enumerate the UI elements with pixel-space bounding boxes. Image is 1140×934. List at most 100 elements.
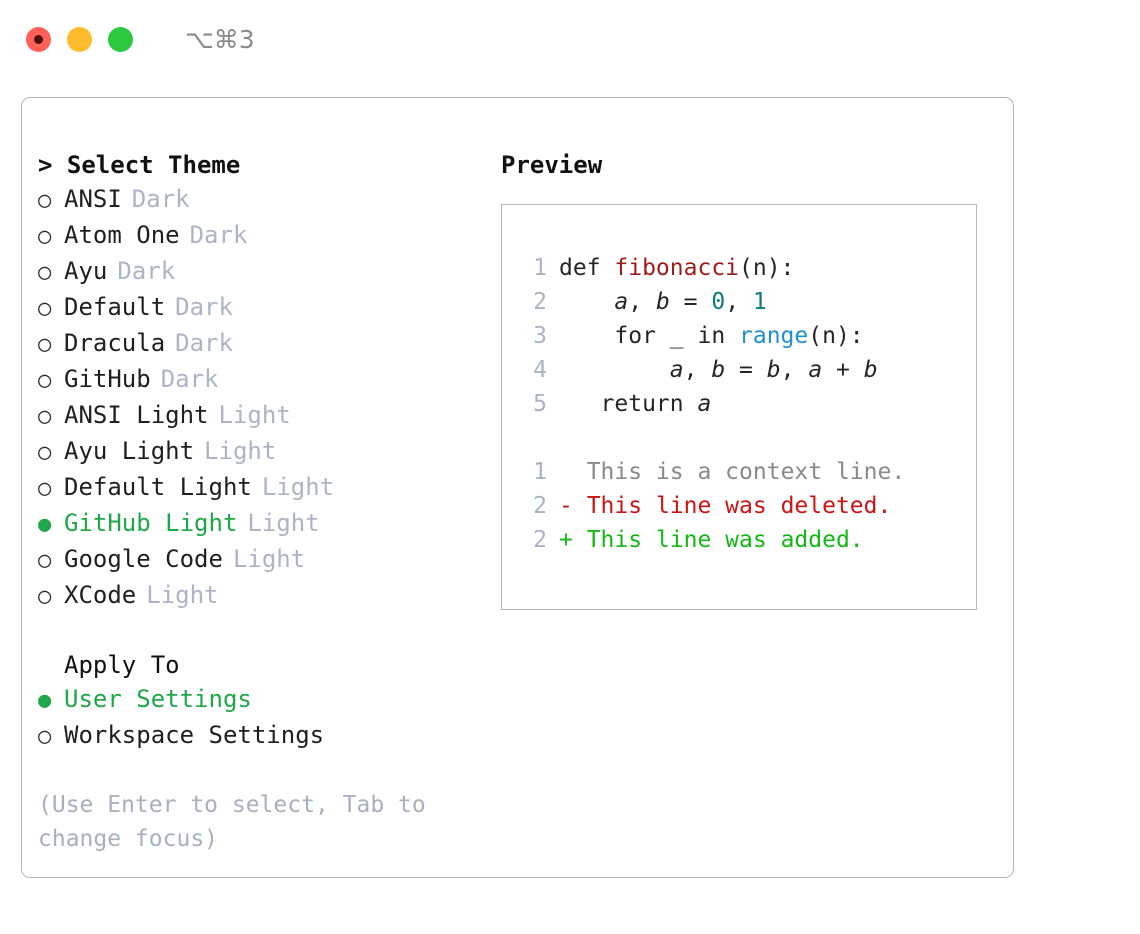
code-token: + bbox=[822, 357, 864, 383]
code-line-content: def fibonacci(n): bbox=[559, 251, 794, 285]
diff-sign bbox=[559, 455, 573, 489]
radio-unselected-icon: ○ bbox=[38, 224, 52, 249]
theme-option[interactable]: ○ Atom One Dark bbox=[38, 218, 488, 254]
apply-to-option[interactable]: ● User Settings bbox=[38, 682, 488, 718]
theme-option-tag: Dark bbox=[131, 185, 190, 213]
code-token: fibonacci bbox=[614, 255, 740, 281]
code-token: , bbox=[780, 357, 809, 383]
theme-option[interactable]: ○ Google Code Light bbox=[38, 542, 488, 578]
code-token: (n): bbox=[739, 255, 795, 281]
line-number: 1 bbox=[533, 255, 547, 281]
diff-line: 1 This is a context line. bbox=[521, 455, 968, 489]
line-number: 1 bbox=[533, 459, 547, 485]
radio-unselected-icon: ○ bbox=[38, 188, 52, 213]
code-token: for _ in bbox=[559, 323, 740, 349]
diff-sign: + bbox=[559, 527, 573, 553]
line-number: 2 bbox=[533, 289, 547, 315]
theme-option-label: GitHub Light bbox=[64, 509, 238, 537]
code-line: 4 a, b = b, a + b bbox=[521, 353, 968, 387]
spacer bbox=[38, 614, 488, 648]
line-number: 4 bbox=[533, 357, 547, 383]
code-line-content: a, b = b, a + b bbox=[559, 353, 878, 387]
theme-option-label: Google Code bbox=[64, 545, 223, 573]
code-token: 0 bbox=[711, 289, 726, 315]
code-token: b bbox=[711, 357, 726, 383]
diff-sign: - bbox=[559, 493, 573, 519]
diff-block: 1 This is a context line. 2- This line wa… bbox=[521, 455, 968, 557]
diff-line-content: This line was deleted. bbox=[572, 493, 892, 519]
preview-title: Preview bbox=[501, 151, 603, 179]
radio-unselected-icon: ○ bbox=[38, 296, 52, 321]
radio-unselected-icon: ○ bbox=[38, 404, 52, 429]
line-number: 3 bbox=[533, 323, 547, 349]
theme-option[interactable]: ○ ANSI Light Light bbox=[38, 398, 488, 434]
apply-to-list[interactable]: ● User Settings ○ Workspace Settings bbox=[38, 682, 488, 754]
code-token: b bbox=[655, 289, 670, 315]
apply-to-option[interactable]: ○ Workspace Settings bbox=[38, 718, 488, 754]
theme-option[interactable]: ○ Dracula Dark bbox=[38, 326, 488, 362]
code-line: 3 for _ in range(n): bbox=[521, 319, 968, 353]
maximize-button[interactable] bbox=[108, 26, 133, 52]
radio-selected-icon: ● bbox=[38, 512, 52, 537]
keyboard-shortcut-label: ⌥⌘3 bbox=[185, 24, 255, 54]
line-number: 5 bbox=[533, 391, 547, 417]
theme-option-label: Atom One bbox=[64, 221, 180, 249]
code-line: 1 def fibonacci(n): bbox=[521, 251, 968, 285]
code-line: 5 return a bbox=[521, 387, 968, 421]
radio-unselected-icon: ○ bbox=[38, 368, 52, 393]
radio-unselected-icon: ○ bbox=[38, 724, 52, 749]
select-theme-header: > Select Theme bbox=[38, 151, 241, 179]
code-token bbox=[559, 357, 670, 383]
minimize-button[interactable] bbox=[67, 26, 92, 52]
apply-to-option-label: User Settings bbox=[64, 685, 252, 713]
theme-option-tag: Light bbox=[261, 473, 335, 501]
apply-to-option-label: Workspace Settings bbox=[64, 721, 325, 749]
code-spacer bbox=[521, 421, 968, 455]
radio-unselected-icon: ○ bbox=[38, 584, 52, 609]
code-token: a bbox=[697, 391, 712, 417]
diff-line: 2+ This line was added. bbox=[521, 523, 968, 557]
theme-option-tag: Dark bbox=[189, 221, 248, 249]
line-number: 2 bbox=[533, 493, 547, 519]
code-token: , bbox=[683, 357, 712, 383]
theme-option-tag: Dark bbox=[175, 329, 233, 357]
code-token bbox=[559, 289, 614, 315]
code-token: , bbox=[725, 289, 753, 315]
radio-unselected-icon: ○ bbox=[38, 260, 52, 285]
theme-option-tag: Light bbox=[218, 401, 291, 429]
theme-option-tag: Light bbox=[204, 437, 277, 465]
theme-option-label: ANSI Light bbox=[64, 401, 209, 429]
theme-option-label: Ayu Light bbox=[64, 437, 195, 465]
theme-option-label: Dracula bbox=[64, 329, 166, 357]
radio-unselected-icon: ○ bbox=[38, 548, 52, 573]
theme-option-tag: Light bbox=[232, 545, 306, 573]
code-token: (n): bbox=[808, 323, 864, 349]
theme-option-tag: Dark bbox=[160, 365, 219, 393]
code-token: def bbox=[559, 255, 615, 281]
code-token: b bbox=[863, 357, 878, 383]
radio-selected-icon: ● bbox=[38, 688, 52, 713]
close-button[interactable] bbox=[26, 26, 51, 52]
hint-text: (Use Enter to select, Tab to change focu… bbox=[38, 792, 440, 852]
radio-unselected-icon: ○ bbox=[38, 440, 52, 465]
theme-option[interactable]: ○ Ayu Light Light bbox=[38, 434, 488, 470]
code-token: , bbox=[628, 289, 656, 315]
code-token: a bbox=[808, 357, 823, 383]
theme-option-label: Ayu bbox=[64, 257, 108, 285]
code-line: 2 a, b = 0, 1 bbox=[521, 285, 968, 319]
line-number: 2 bbox=[533, 527, 547, 553]
radio-unselected-icon: ○ bbox=[38, 332, 52, 357]
code-token: = bbox=[669, 289, 712, 315]
